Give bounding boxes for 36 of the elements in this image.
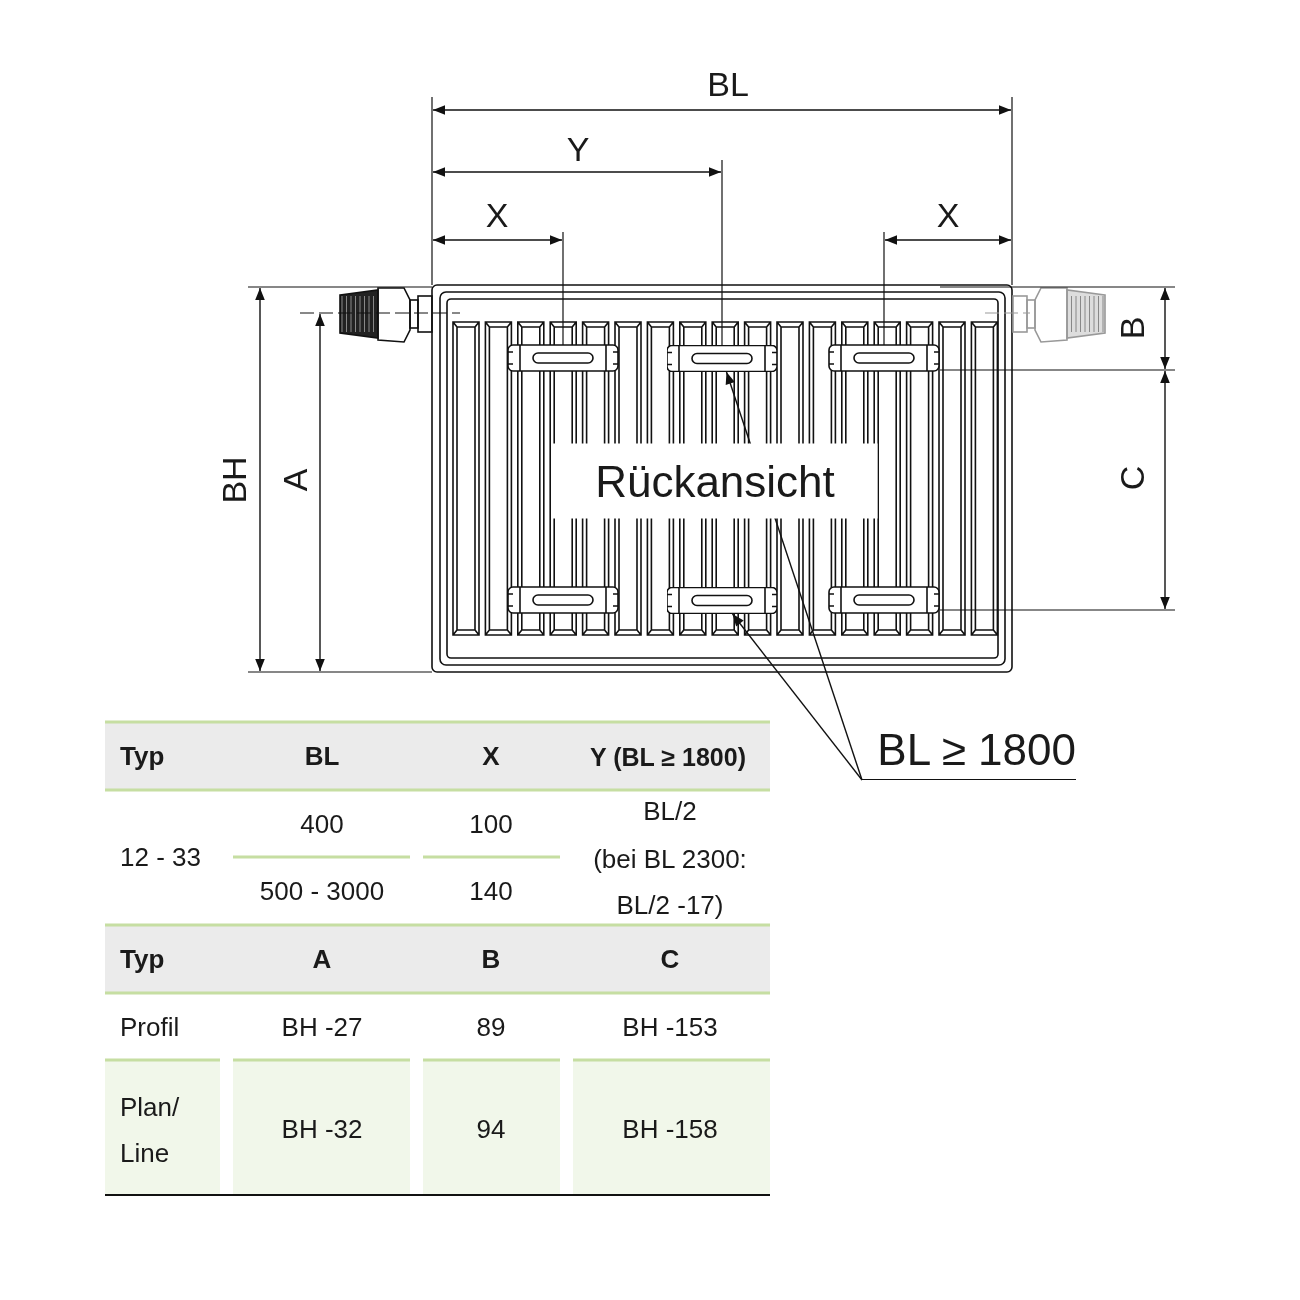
wall-bracket-drawing (667, 587, 777, 614)
dimension-label: A (276, 468, 316, 492)
row-label: Profil (120, 1013, 180, 1043)
table-value: BH -27 (281, 1013, 363, 1043)
column-header: X (482, 742, 500, 772)
dimension-label: Y (566, 130, 590, 170)
column-header: Typ (120, 742, 165, 772)
dimension-label: X (936, 196, 960, 236)
table-value: 89 (476, 1013, 506, 1043)
column-header: C (660, 945, 680, 975)
table-value: BL/2 (643, 797, 697, 827)
callout-text: BL ≥ 1800 (862, 722, 1076, 780)
table-value: 400 (300, 810, 344, 840)
table-value: BH -153 (622, 1013, 718, 1043)
table-value: BH -32 (281, 1115, 363, 1145)
view-label: Rückansicht (552, 443, 878, 519)
column-header: BL (304, 742, 340, 772)
dimension-label: C (1113, 465, 1153, 491)
dimension-label: B (1113, 316, 1153, 340)
leader-line (731, 613, 863, 781)
dimension-label: BL (707, 65, 749, 105)
dimension-label: X (485, 196, 509, 236)
table-value: BH -158 (622, 1115, 718, 1145)
table-value: 94 (476, 1115, 506, 1145)
column-header: B (481, 945, 501, 975)
dimension-label: BH (215, 456, 255, 504)
table-value: 100 (469, 810, 513, 840)
row-label: Plan/ Line (120, 1091, 181, 1170)
column-header: Y (BL ≥ 1800) (590, 742, 746, 772)
row-label: 12 - 33 (120, 843, 201, 873)
table-value: 140 (469, 877, 513, 907)
wall-bracket-drawing (667, 345, 777, 372)
column-header: A (312, 945, 332, 975)
table-value: 500 - 3000 (259, 877, 385, 907)
column-header: Typ (120, 945, 165, 975)
table-note: (bei BL 2300: BL/2 -17) (592, 843, 748, 922)
